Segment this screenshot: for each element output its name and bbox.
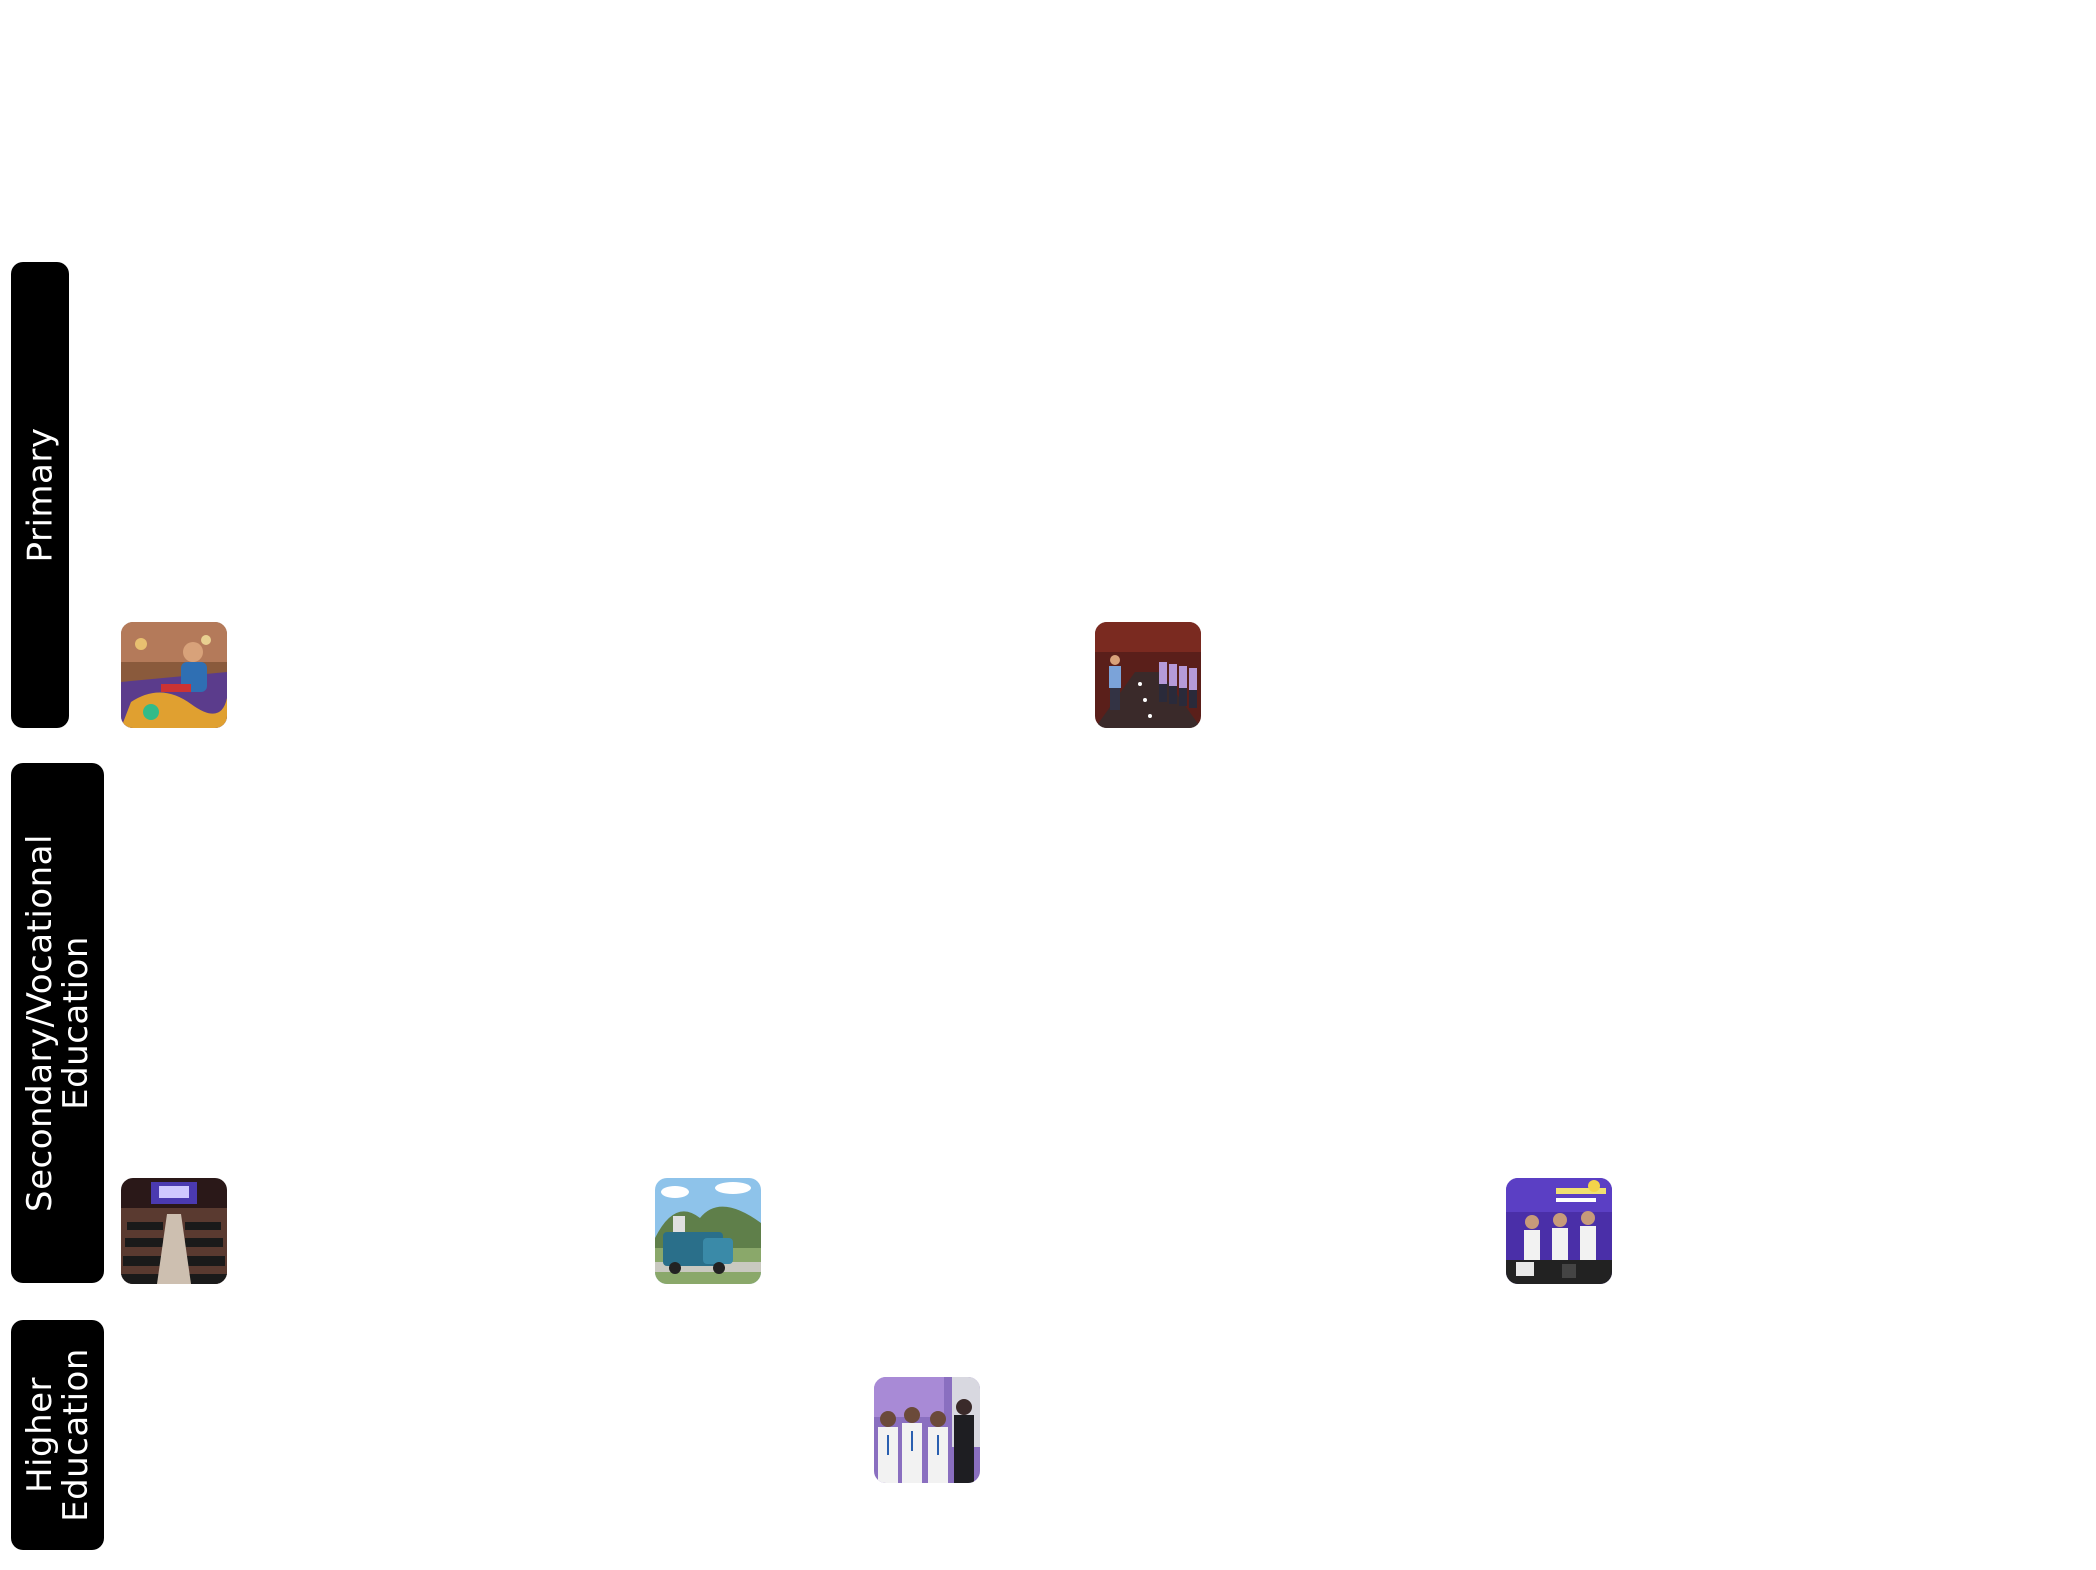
row-tab-higher-education: Higher Education	[11, 1320, 104, 1550]
photo-craft-activity[interactable]	[121, 622, 227, 728]
photo-group-portrait[interactable]	[874, 1377, 980, 1483]
row-tab-primary: Primary	[11, 262, 69, 728]
row-tab-secondary-vocational: Secondary/Vocational Education	[11, 763, 104, 1283]
photo-student-presentation[interactable]	[1506, 1178, 1612, 1284]
row-label-secondary-vocational: Secondary/Vocational Education	[19, 834, 96, 1212]
photo-field-trip-truck[interactable]	[655, 1178, 761, 1284]
photo-assembly-hall[interactable]	[121, 1178, 227, 1284]
photo-students-hallway[interactable]	[1095, 622, 1201, 728]
row-label-higher-education: Higher Education	[19, 1348, 96, 1522]
row-label-primary: Primary	[20, 427, 61, 563]
